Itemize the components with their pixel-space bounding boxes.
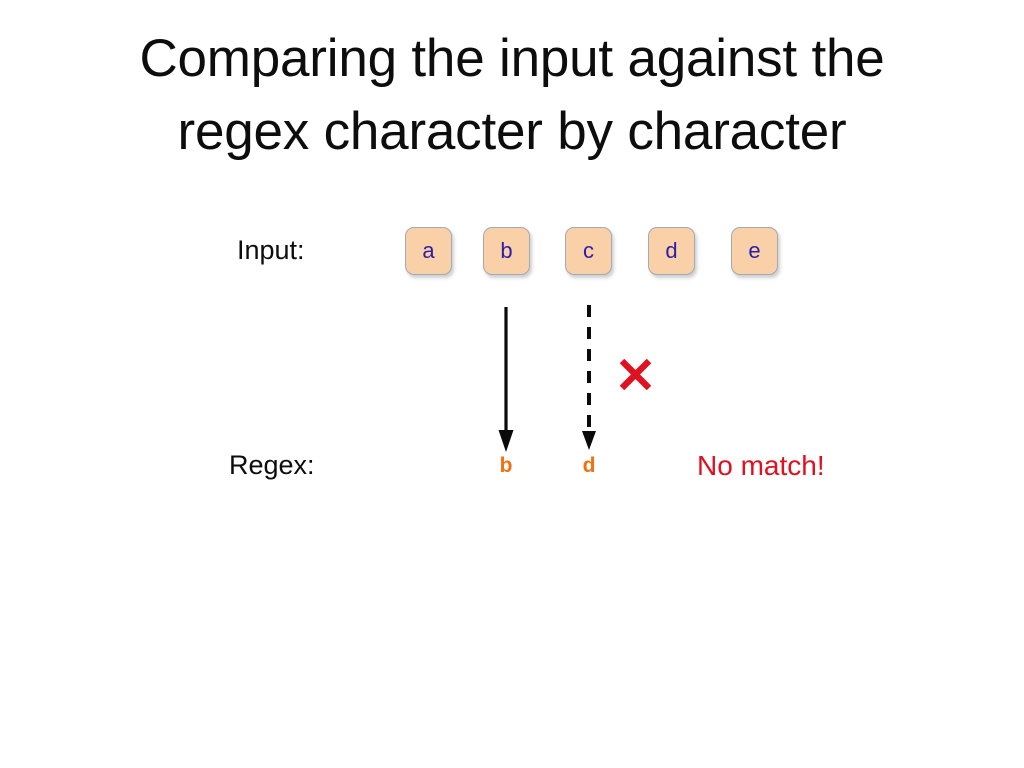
input-char-box-a[interactable]: a	[405, 227, 452, 275]
input-char-box-e[interactable]: e	[731, 227, 778, 275]
input-char-box-c[interactable]: c	[565, 227, 612, 275]
page-title-line-2: regex character by character	[177, 102, 847, 162]
no-match-result-text: No match!	[697, 450, 825, 481]
input-char-label: c	[583, 237, 594, 263]
input-char-label: b	[500, 237, 513, 263]
input-row-label: Input:	[237, 235, 305, 265]
input-char-box-d[interactable]: d	[648, 227, 695, 275]
mismatch-arrow-dashed-icon	[582, 305, 596, 450]
page-title: Comparing the input against the regex ch…	[0, 22, 1024, 168]
regex-row-label: Regex:	[229, 450, 315, 480]
regex-char-d[interactable]: d	[582, 454, 596, 477]
cross-mark-icon	[619, 358, 652, 391]
match-arrow-solid-icon	[498, 307, 514, 452]
input-char-box-b[interactable]: b	[483, 227, 530, 275]
input-char-label: e	[748, 237, 761, 263]
regex-char-b[interactable]: b	[499, 454, 513, 477]
input-char-label: a	[422, 237, 435, 263]
input-char-label: d	[665, 237, 678, 263]
page-title-line-1: Comparing the input against the	[139, 29, 885, 88]
